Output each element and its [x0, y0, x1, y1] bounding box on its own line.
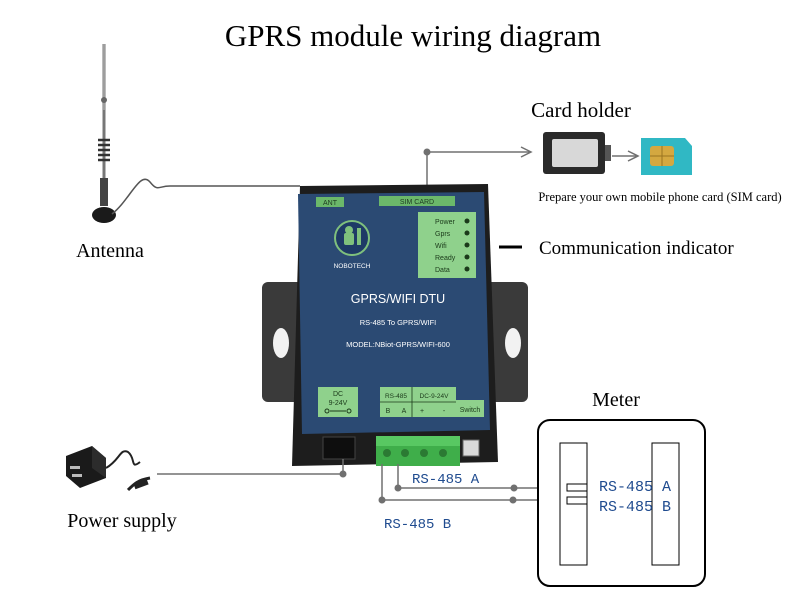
terminal-plus-label: + — [420, 408, 424, 415]
indicator-power: Power — [435, 219, 456, 226]
card-holder-label: Card holder — [531, 98, 631, 122]
meter-rs485-b-label: RS-485 B — [599, 499, 671, 516]
power-wire-node — [339, 470, 347, 478]
rs485-b-node-right — [509, 496, 517, 504]
dc2-port-label: DC-9-24V — [420, 393, 450, 400]
dc-label: DC — [333, 391, 343, 398]
led-ready-icon — [464, 254, 470, 260]
dc-range-label: 9-24V — [329, 400, 348, 407]
dc-tag — [318, 387, 358, 417]
switch-tag — [456, 400, 484, 417]
rs485-a-node-left — [394, 484, 402, 492]
led-wifi-icon — [464, 242, 470, 248]
rs485-a-node-right — [510, 484, 518, 492]
terminal-minus-label: - — [443, 408, 446, 415]
sim-wire-node — [423, 148, 431, 156]
card-holder-icon — [543, 132, 611, 174]
indicator-wifi: Wifi — [435, 243, 447, 250]
antenna-label: Antenna — [76, 240, 144, 262]
indicator-list: Power Gprs Wifi Ready Data — [435, 218, 470, 274]
device-subtitle: RS-485 To GPRS/WIFI — [360, 318, 437, 327]
device-switch — [462, 439, 480, 457]
nobotech-logo-icon — [334, 220, 370, 256]
led-gprs-icon — [464, 230, 470, 236]
device-brand: NOBOTECH — [334, 263, 371, 270]
device-name: GPRS/WIFI DTU — [351, 292, 445, 306]
ant-port-tag — [316, 197, 344, 207]
sim-slot-label: SIM CARD — [400, 199, 434, 206]
meter-label: Meter — [592, 389, 640, 411]
sim-slot-tag — [379, 196, 455, 206]
rs485-b-node-left — [378, 496, 386, 504]
comm-indicator-label: Communication indicator — [539, 238, 734, 259]
power-adapter-icon — [66, 446, 151, 492]
antenna-icon — [92, 44, 300, 223]
led-data-icon — [464, 266, 470, 272]
device-model: MODEL:NBiot-GPRS/WIFI-600 — [346, 340, 450, 349]
terminal-b-label: B — [386, 408, 391, 415]
meter-box — [537, 419, 706, 587]
rs485-b-wire-label: RS-485 B — [384, 517, 451, 533]
sim-wire — [426, 146, 640, 186]
indicator-ready: Ready — [435, 255, 456, 262]
power-supply-label: Power supply — [67, 510, 176, 532]
meter-port-b — [566, 496, 588, 505]
switch-label: Switch — [460, 407, 481, 414]
sim-note: Prepare your own mobile phone card (SIM … — [538, 190, 781, 204]
rs485-a-wire-label: RS-485 A — [412, 472, 480, 488]
terminal-block — [376, 436, 460, 466]
meter-port-a — [566, 483, 588, 492]
led-power-icon — [464, 218, 470, 224]
meter-terminal-right — [651, 442, 680, 566]
dc-polarity-icon — [324, 408, 352, 414]
indicator-data: Data — [435, 267, 450, 274]
ant-port-label: ANT — [323, 200, 338, 207]
meter-rs485-a-label: RS-485 A — [599, 479, 671, 496]
terminal-a-label: A — [402, 408, 407, 415]
rs485-port-label: RS-485 — [385, 393, 407, 400]
indicator-gprs: Gprs — [435, 231, 451, 238]
power-jack — [322, 436, 356, 460]
page-title: GPRS module wiring diagram — [225, 18, 601, 53]
sim-card-icon — [641, 138, 692, 175]
